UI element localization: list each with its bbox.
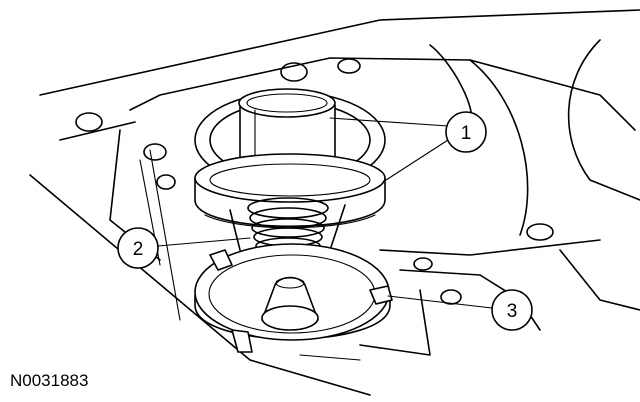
engine-housing: [29, 9, 640, 396]
thermostat-retainer: [194, 243, 393, 353]
callout-2-label: 2: [133, 239, 144, 260]
callout-1-label: 1: [461, 123, 472, 144]
figure-id: N0031883: [10, 371, 89, 390]
callout-1: 1: [329, 111, 487, 183]
callout-3-label: 3: [507, 301, 518, 322]
callout-3: 3: [387, 289, 533, 331]
bolt-holes: [75, 58, 554, 305]
callout-2: 2: [117, 227, 251, 269]
thermostat-flange: [194, 153, 386, 229]
